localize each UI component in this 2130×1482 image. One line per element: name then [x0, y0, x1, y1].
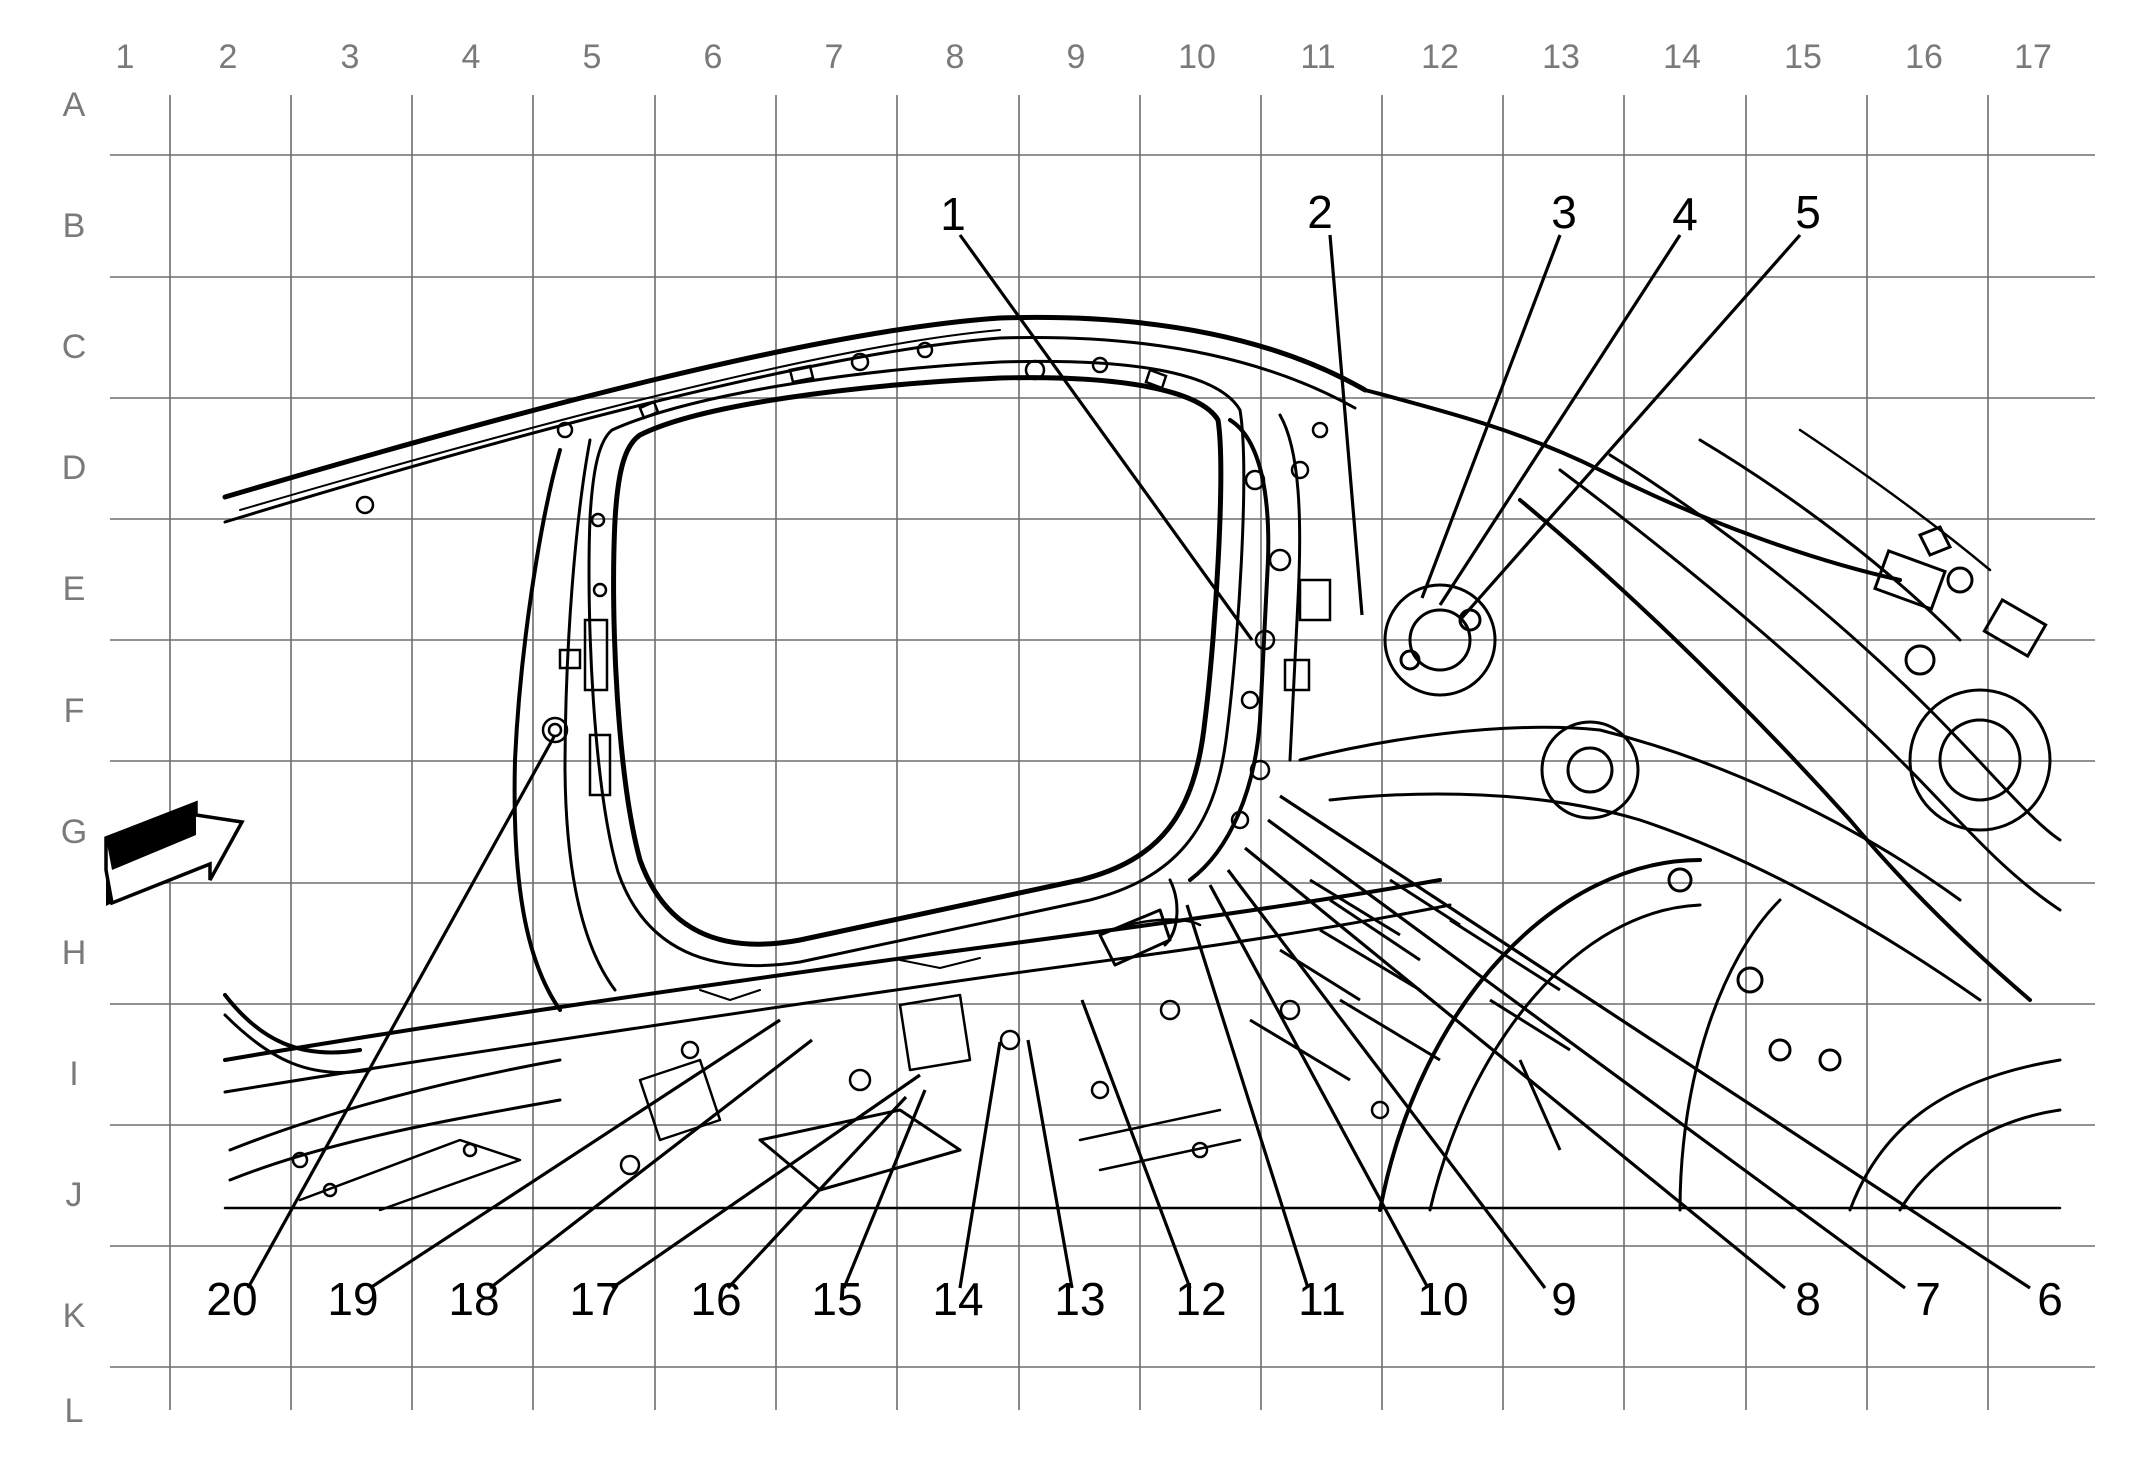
- callout-leader-9: [1226, 869, 1547, 1289]
- grid-column-label: 4: [462, 38, 481, 76]
- grid-column-label: 17: [2014, 38, 2052, 76]
- grid-column-label: 1: [116, 38, 135, 76]
- callout-number-20: 20: [206, 1273, 257, 1325]
- callout-leader-17: [611, 1073, 921, 1290]
- callout-leader-2: [1328, 234, 1364, 616]
- grid-column-label: 7: [825, 38, 844, 76]
- callout-leader-lines: [246, 233, 2031, 1290]
- grid-row-label: C: [62, 328, 87, 366]
- callout-leader-19: [369, 1018, 781, 1290]
- callout-number-18: 18: [448, 1273, 499, 1325]
- callout-leader-8: [1243, 846, 1787, 1290]
- grid-row-label: L: [65, 1392, 84, 1430]
- callout-number-13: 13: [1054, 1273, 1105, 1325]
- callout-leader-1: [958, 234, 1254, 641]
- grid-column-label: 8: [946, 38, 965, 76]
- grid-row-label: F: [64, 692, 85, 730]
- grid-row-label: K: [63, 1297, 86, 1335]
- grid-row-label: H: [62, 934, 87, 972]
- callout-leader-4: [1438, 234, 1682, 606]
- callout-leader-10: [1208, 884, 1430, 1289]
- grid-column-label: 2: [219, 38, 238, 76]
- grid-row-label: E: [63, 570, 86, 608]
- callout-leader-7: [1267, 818, 1906, 1290]
- grid-column-label: 13: [1542, 38, 1580, 76]
- callout-number-9: 9: [1551, 1273, 1577, 1325]
- callout-number-4: 4: [1672, 188, 1698, 240]
- callout-leader-13: [1026, 1039, 1074, 1289]
- grid-row-label: G: [61, 813, 87, 851]
- grid-row-label: A: [63, 86, 86, 124]
- grid-row-label: J: [66, 1176, 83, 1214]
- grid-column-label: 11: [1300, 38, 1335, 76]
- callout-number-12: 12: [1175, 1273, 1226, 1325]
- callout-leader-12: [1080, 999, 1192, 1289]
- callout-number-16: 16: [690, 1273, 741, 1325]
- callout-number-10: 10: [1417, 1273, 1468, 1325]
- grid-row-label: B: [63, 207, 86, 245]
- callout-leader-14: [958, 1041, 1002, 1289]
- callout-leader-5: [1458, 233, 1802, 622]
- callout-leader-20: [246, 734, 557, 1289]
- grid-column-label: 12: [1421, 38, 1459, 76]
- callout-leader-15: [842, 1089, 927, 1289]
- grid-row-labels: A B C D E F G H I J K L: [61, 86, 87, 1430]
- grid-column-label: 14: [1663, 38, 1701, 76]
- callout-leader-16: [726, 1095, 908, 1290]
- callout-number-1: 1: [940, 188, 966, 240]
- grid-row-label: I: [69, 1055, 78, 1093]
- vehicle-body-side-structure: [222, 314, 2062, 1212]
- reference-grid: [110, 95, 2095, 1410]
- callout-number-7: 7: [1915, 1273, 1941, 1325]
- callout-number-5: 5: [1795, 186, 1821, 238]
- callout-number-11: 11: [1298, 1273, 1346, 1325]
- callout-number-2: 2: [1307, 186, 1333, 238]
- callout-leader-11: [1185, 904, 1310, 1289]
- grid-column-label: 9: [1067, 38, 1086, 76]
- grid-column-label: 5: [583, 38, 602, 76]
- callout-number-14: 14: [932, 1273, 983, 1325]
- grid-row-label: D: [62, 449, 87, 487]
- callout-leader-18: [489, 1038, 813, 1290]
- callout-number-6: 6: [2037, 1273, 2063, 1325]
- callout-number-8: 8: [1795, 1273, 1821, 1325]
- grid-column-label: 6: [704, 38, 723, 76]
- callout-number-17: 17: [569, 1273, 620, 1325]
- callout-leader-6: [1279, 794, 2031, 1290]
- grid-column-label: 10: [1178, 38, 1216, 76]
- callout-leader-3: [1420, 234, 1562, 599]
- grid-column-label: 3: [341, 38, 360, 76]
- callout-number-15: 15: [811, 1273, 862, 1325]
- grid-column-label: 15: [1784, 38, 1822, 76]
- front-direction-arrow-icon: [104, 800, 245, 906]
- callout-number-3: 3: [1551, 186, 1577, 238]
- callout-number-19: 19: [327, 1273, 378, 1325]
- grid-column-label: 16: [1905, 38, 1943, 76]
